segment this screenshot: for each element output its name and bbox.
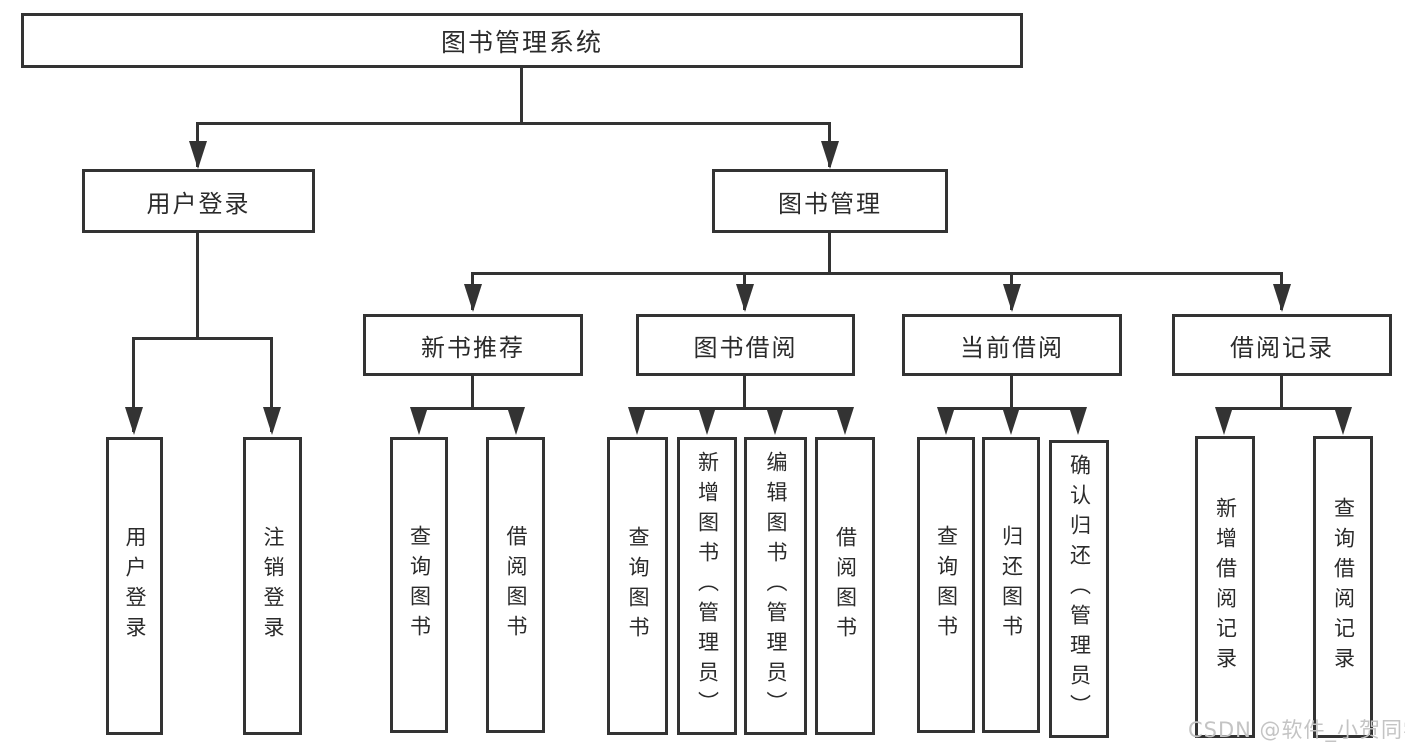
connector-new-book-stem <box>471 376 474 407</box>
leaf-bb-add-books-admin: 新增图书（管理员） <box>677 437 737 735</box>
arrow-down-icon <box>1334 407 1352 435</box>
leaf-nb-query-books: 查询图书 <box>390 437 448 733</box>
leaf-bb-query-books: 查询图书 <box>607 437 668 735</box>
leaf-cb-confirm-return-admin-label: 确认归还（管理员） <box>1067 454 1092 724</box>
connector-borrow-records-stem <box>1280 376 1283 407</box>
arrow-down-icon <box>821 141 839 169</box>
arrow-down-icon <box>937 407 955 435</box>
connector-to-leaf-logout <box>270 337 273 432</box>
leaf-bb-borrow-books: 借阅图书 <box>815 437 875 735</box>
leaf-bb-borrow-books-label: 借阅图书 <box>833 526 858 646</box>
csdn-watermark: CSDN @软件_小贺同学 <box>1188 718 1405 742</box>
node-book-borrow: 图书借阅 <box>636 314 855 376</box>
leaf-logout-label: 注销登录 <box>261 526 285 646</box>
connector-book-management-stem <box>828 233 831 272</box>
connector-new-book-rail <box>418 407 518 410</box>
arrow-down-icon <box>1003 284 1021 312</box>
connector-user-login-rail <box>133 337 273 340</box>
leaf-bb-edit-books-admin: 编辑图书（管理员） <box>744 437 807 735</box>
arrow-down-icon <box>263 407 281 435</box>
node-user-login: 用户登录 <box>82 169 315 233</box>
arrow-down-icon <box>125 407 143 435</box>
leaf-br-query-record-label: 查询借阅记录 <box>1331 497 1356 677</box>
leaf-user-login-label: 用户登录 <box>123 526 147 646</box>
node-current-borrow: 当前借阅 <box>902 314 1122 376</box>
leaf-cb-return-books: 归还图书 <box>982 437 1040 733</box>
arrow-down-icon <box>464 284 482 312</box>
leaf-nb-borrow-books: 借阅图书 <box>486 437 545 733</box>
connector-book-borrow-rail <box>636 407 846 410</box>
leaf-nb-query-books-label: 查询图书 <box>407 525 432 645</box>
leaf-br-query-record: 查询借阅记录 <box>1313 436 1373 738</box>
connector-level2-rail <box>197 122 830 125</box>
leaf-bb-query-books-label: 查询图书 <box>626 526 650 646</box>
arrow-down-icon <box>736 284 754 312</box>
node-borrow-records-label: 借阅记录 <box>1230 333 1334 362</box>
leaf-cb-query-books-label: 查询图书 <box>934 525 959 645</box>
arrow-down-icon <box>410 407 428 435</box>
leaf-user-login: 用户登录 <box>106 437 163 735</box>
arrow-down-icon <box>1069 407 1087 435</box>
arrow-down-icon <box>1273 284 1291 312</box>
arrow-down-icon <box>1215 407 1233 435</box>
leaf-br-add-record: 新增借阅记录 <box>1195 436 1255 738</box>
connector-level3-rail <box>472 272 1282 275</box>
node-new-book-recommend-label: 新书推荐 <box>421 333 525 362</box>
node-root: 图书管理系统 <box>21 13 1023 68</box>
node-book-borrow-label: 图书借阅 <box>693 333 798 362</box>
arrow-down-icon <box>1002 407 1020 435</box>
connector-borrow-records-rail <box>1223 407 1344 410</box>
leaf-logout: 注销登录 <box>243 437 302 735</box>
connector-current-borrow-stem <box>1010 376 1013 407</box>
arrow-down-icon <box>836 407 854 435</box>
leaf-cb-query-books: 查询图书 <box>917 437 975 733</box>
leaf-br-add-record-label: 新增借阅记录 <box>1213 497 1238 677</box>
leaf-nb-borrow-books-label: 借阅图书 <box>504 525 528 645</box>
node-user-login-label: 用户登录 <box>146 189 251 218</box>
connector-user-login-stem <box>196 233 199 337</box>
node-root-label: 图书管理系统 <box>440 27 603 57</box>
arrow-down-icon <box>189 141 207 169</box>
leaf-bb-edit-books-admin-label: 编辑图书（管理员） <box>764 451 788 721</box>
node-current-borrow-label: 当前借阅 <box>960 333 1064 362</box>
node-book-management: 图书管理 <box>712 169 948 233</box>
node-new-book-recommend: 新书推荐 <box>363 314 583 376</box>
arrow-down-icon <box>628 407 646 435</box>
node-book-management-label: 图书管理 <box>778 189 882 218</box>
node-borrow-records: 借阅记录 <box>1172 314 1392 376</box>
leaf-bb-add-books-admin-label: 新增图书（管理员） <box>695 451 720 721</box>
leaf-cb-return-books-label: 归还图书 <box>999 525 1024 645</box>
connector-to-leaf-login <box>132 337 135 432</box>
arrow-down-icon <box>698 407 716 435</box>
connector-book-borrow-stem <box>743 376 746 407</box>
leaf-cb-confirm-return-admin: 确认归还（管理员） <box>1049 440 1109 738</box>
arrow-down-icon <box>766 407 784 435</box>
connector-root-stem <box>520 68 523 122</box>
arrow-down-icon <box>507 407 525 435</box>
